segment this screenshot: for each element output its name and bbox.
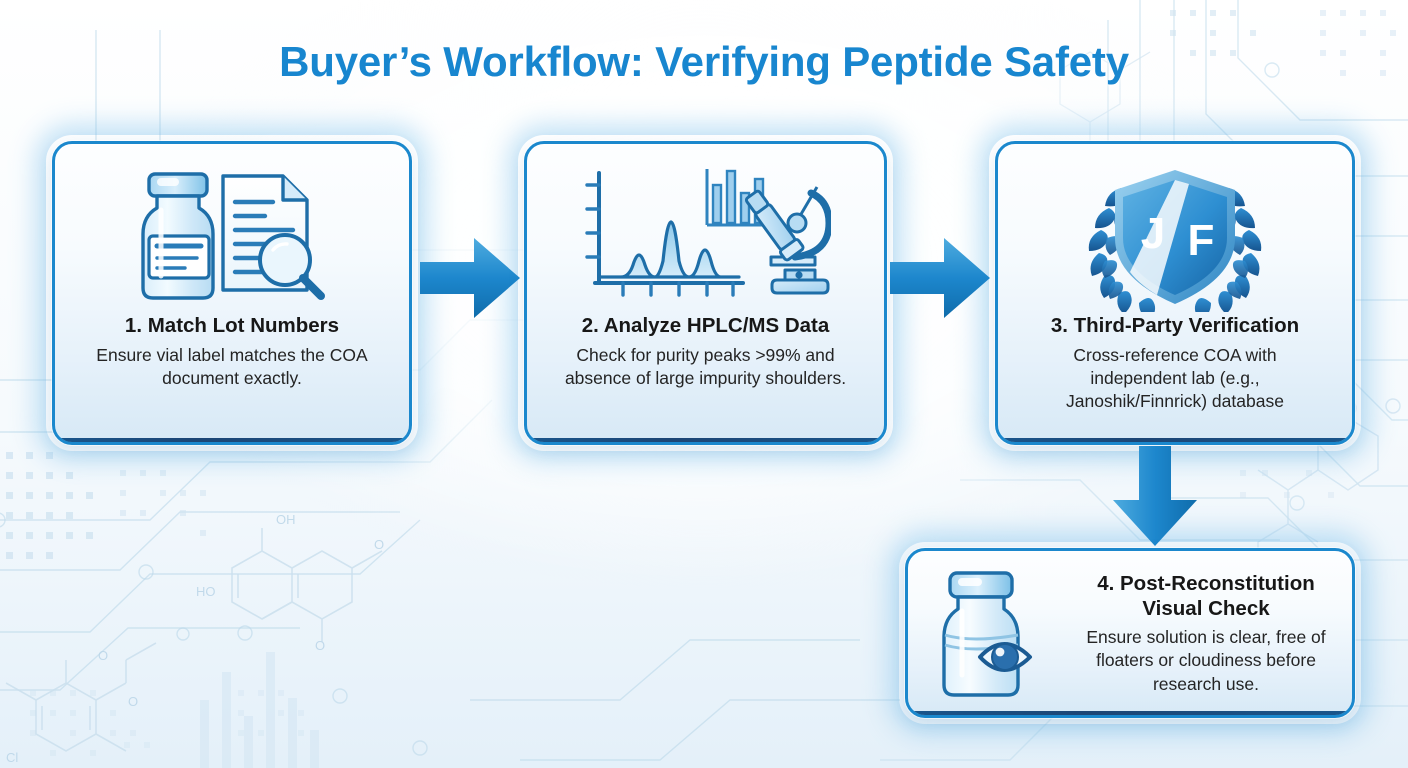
connector-arrow-3 <box>1105 444 1205 550</box>
step-card-post-reconstitution-visual-check[interactable]: 4. Post-Reconstitution Visual Check Ensu… <box>905 548 1355 718</box>
faint-bar-chart <box>200 652 319 768</box>
arrow-right-icon <box>420 238 520 318</box>
svg-text:Cl: Cl <box>6 750 18 765</box>
arrow-down-icon <box>1113 446 1197 546</box>
step-3-title: 3. Third-Party Verification <box>1050 314 1300 337</box>
magnifier-icon <box>258 233 325 300</box>
step-4-title: 4. Post-Reconstitution Visual Check <box>1097 572 1315 620</box>
microscope-icon <box>744 186 831 295</box>
step-2-icon-group <box>581 162 831 312</box>
step-1-icon-group <box>127 162 337 312</box>
connector-arrow-1 <box>416 232 524 324</box>
step-4-description: Ensure solution is clear, free of floate… <box>1086 627 1326 694</box>
svg-text:HO: HO <box>196 584 216 599</box>
svg-text:O: O <box>128 694 138 709</box>
step-card-match-lot-numbers[interactable]: 1. Match Lot Numbers Ensure vial label m… <box>52 141 412 445</box>
step-1-description: Ensure vial label matches the COA docume… <box>96 344 368 388</box>
step-3-description: Cross-reference COA with independent lab… <box>1066 344 1284 412</box>
chemical-structure-chlorobenzoate: Cl O O <box>5 642 157 765</box>
eye-icon <box>978 642 1032 672</box>
step-4-icon-group <box>922 563 1072 703</box>
step-3-icon-group: J F <box>1069 162 1281 312</box>
svg-text:OH: OH <box>276 512 296 527</box>
shield-letter-j: J <box>1141 209 1165 258</box>
svg-text:O: O <box>98 648 108 663</box>
shield-badge-icon: J F <box>1115 170 1235 304</box>
step-2-title: 2. Analyze HPLC/MS Data <box>581 314 830 337</box>
vial-icon <box>942 571 1020 697</box>
connector-arrow-2 <box>888 232 994 324</box>
dot-matrix-left <box>6 452 304 756</box>
vial-icon <box>141 172 215 300</box>
step-1-title: 1. Match Lot Numbers <box>124 314 340 337</box>
step-2-description: Check for purity peaks >99% and absence … <box>564 344 847 388</box>
chemical-structure-naphthalene: O O HO OH <box>196 512 384 653</box>
svg-text:O: O <box>315 638 325 653</box>
arrow-right-icon <box>890 238 990 318</box>
shield-letter-f: F <box>1188 216 1215 265</box>
step-card-third-party-verification[interactable]: J F 3. Third-Party Verification Cross-re… <box>995 141 1355 445</box>
chromatogram-icon <box>584 171 745 297</box>
svg-text:O: O <box>374 537 384 552</box>
step-card-analyze-hplc-ms-data[interactable]: 2. Analyze HPLC/MS Data Check for purity… <box>524 141 887 445</box>
page-title: Buyer’s Workflow: Verifying Peptide Safe… <box>279 38 1129 85</box>
